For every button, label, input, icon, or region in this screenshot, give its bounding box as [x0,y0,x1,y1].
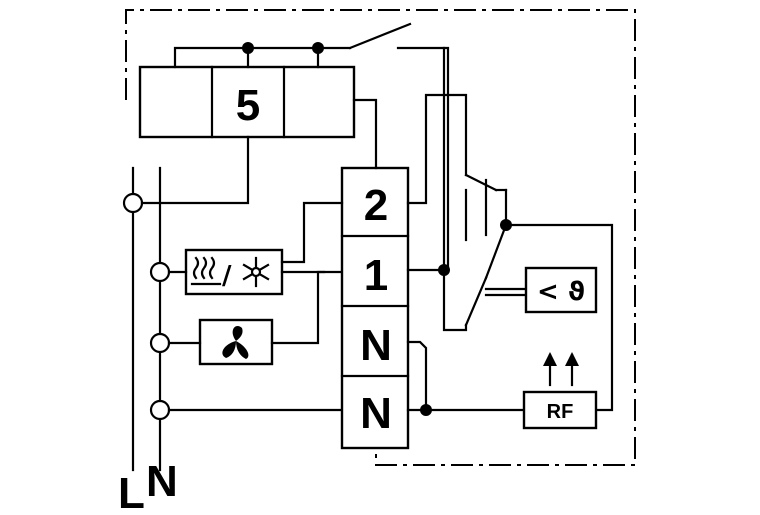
relay-to-line-wire [140,135,250,205]
junction-dot [242,42,254,54]
mode-to-t2-wire [280,201,344,264]
rf-module: RF [522,352,598,430]
terminal-block: 2 1 N N [340,166,410,450]
line-label: L [118,469,145,515]
fan-to-t1-wire [270,270,344,345]
relay-label: 5 [236,81,260,130]
relay-block: 5 [138,65,356,139]
terminal-n-lower: N [360,389,392,438]
neutral-label: N [146,457,178,506]
terminal-circle [149,399,171,421]
fan-symbol [198,318,274,366]
junction-dot [312,42,324,54]
terminal-circle [122,192,144,214]
slash-symbol: / [222,261,232,291]
terminal-1: 1 [364,251,388,300]
fan-icon [222,325,249,359]
heat-cool-symbol: / [184,248,284,296]
heat-icon [190,256,222,286]
mains-rails: L N [118,166,178,515]
relay-contact [173,22,450,272]
terminal-n-upper: N [360,321,392,370]
terminal-2: 2 [364,181,388,230]
junction-dot [420,404,432,416]
terminal-circle [149,261,171,283]
antenna-arrow-icon [543,352,579,387]
housing-outline [125,9,636,466]
relay-to-t2-wire [352,98,378,170]
terminal-circle [149,332,171,354]
t2-to-switch-wire [406,93,468,205]
sensor-label: < ϑ [537,277,585,307]
temperature-sensor: < ϑ [524,266,598,314]
changeover-switch [442,46,528,332]
rf-label: RF [547,401,574,423]
n-bridge-wire [406,340,428,412]
snowflake-icon [242,256,270,288]
sensor-to-rf-wire [504,223,614,412]
